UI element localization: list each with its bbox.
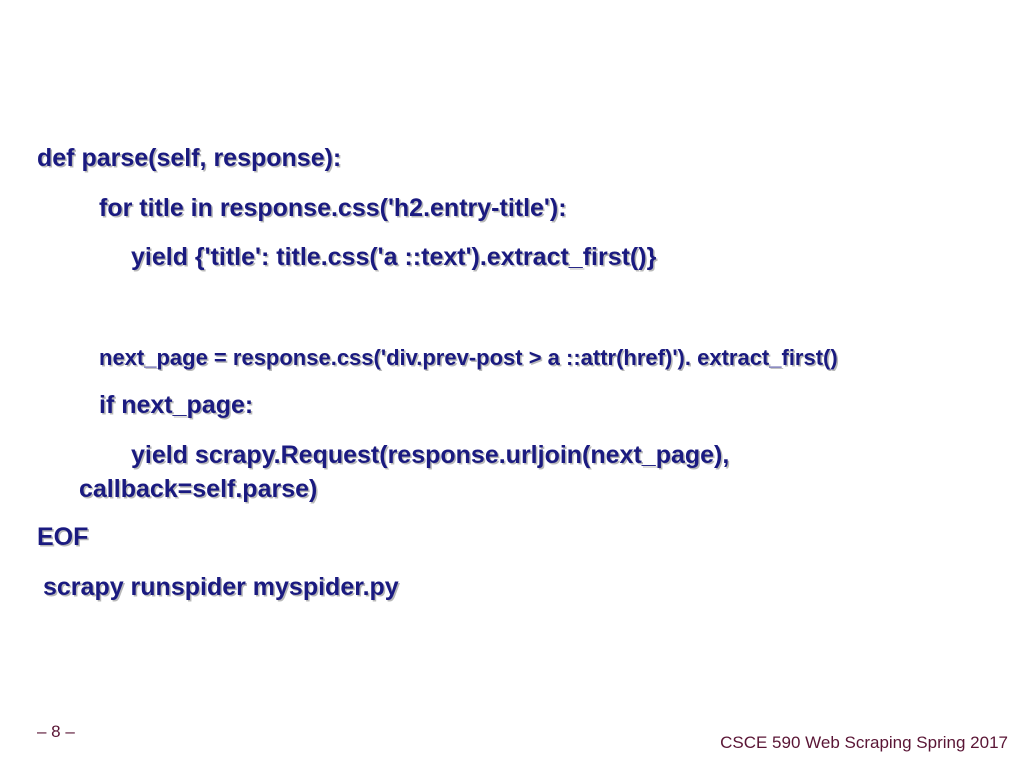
- code-line-callback: callback=self.parse): [79, 475, 318, 503]
- code-line-if-next-page: if next_page:: [99, 391, 254, 419]
- code-line-yield-title: yield {'title': title.css('a ::text').ex…: [131, 243, 657, 271]
- code-line-def-parse: def parse(self, response):: [37, 144, 342, 172]
- code-line-for-title: for title in response.css('h2.entry-titl…: [99, 194, 567, 222]
- course-footer: CSCE 590 Web Scraping Spring 2017: [720, 733, 1008, 752]
- code-line-next-page: next_page = response.css('div.prev-post …: [99, 345, 838, 370]
- code-line-eof: EOF: [37, 523, 89, 551]
- code-line-runspider: scrapy runspider myspider.py: [43, 573, 399, 601]
- page-number: – 8 –: [37, 722, 75, 741]
- code-line-yield-request: yield scrapy.Request(response.urljoin(ne…: [131, 441, 730, 469]
